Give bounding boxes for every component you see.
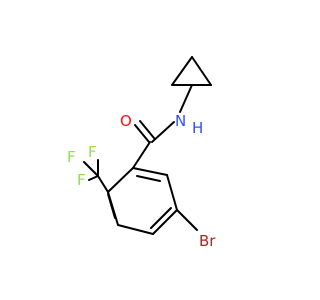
fluorine-label-3: F bbox=[77, 171, 86, 189]
fluorine-label-2: F bbox=[67, 148, 76, 166]
bromine-label: Br bbox=[199, 232, 216, 250]
bond-carbonyl-ring bbox=[132, 141, 151, 169]
bond-cf3-f2 bbox=[83, 161, 99, 177]
bond-cf3-f3 bbox=[88, 175, 99, 181]
oxygen-label: O bbox=[120, 112, 132, 130]
bond-ring-bromine bbox=[176, 209, 198, 231]
bond-ring-cf3 bbox=[97, 175, 109, 193]
fluorine-label-1: F bbox=[88, 143, 97, 161]
hydrogen-label: H bbox=[192, 119, 203, 137]
molecule-canvas: O N H F F F Br bbox=[67, 56, 216, 250]
nitrogen-label: N bbox=[175, 112, 186, 130]
cyclopropyl-ring bbox=[171, 56, 212, 86]
bond-carbonyl-double bbox=[134, 120, 155, 143]
molecule-structure: O N H F F F Br bbox=[67, 56, 216, 250]
bond-nitrogen-carbonyl bbox=[151, 121, 175, 143]
benzene-ring bbox=[107, 167, 178, 235]
bond-cyclopropyl-nitrogen bbox=[179, 84, 193, 113]
